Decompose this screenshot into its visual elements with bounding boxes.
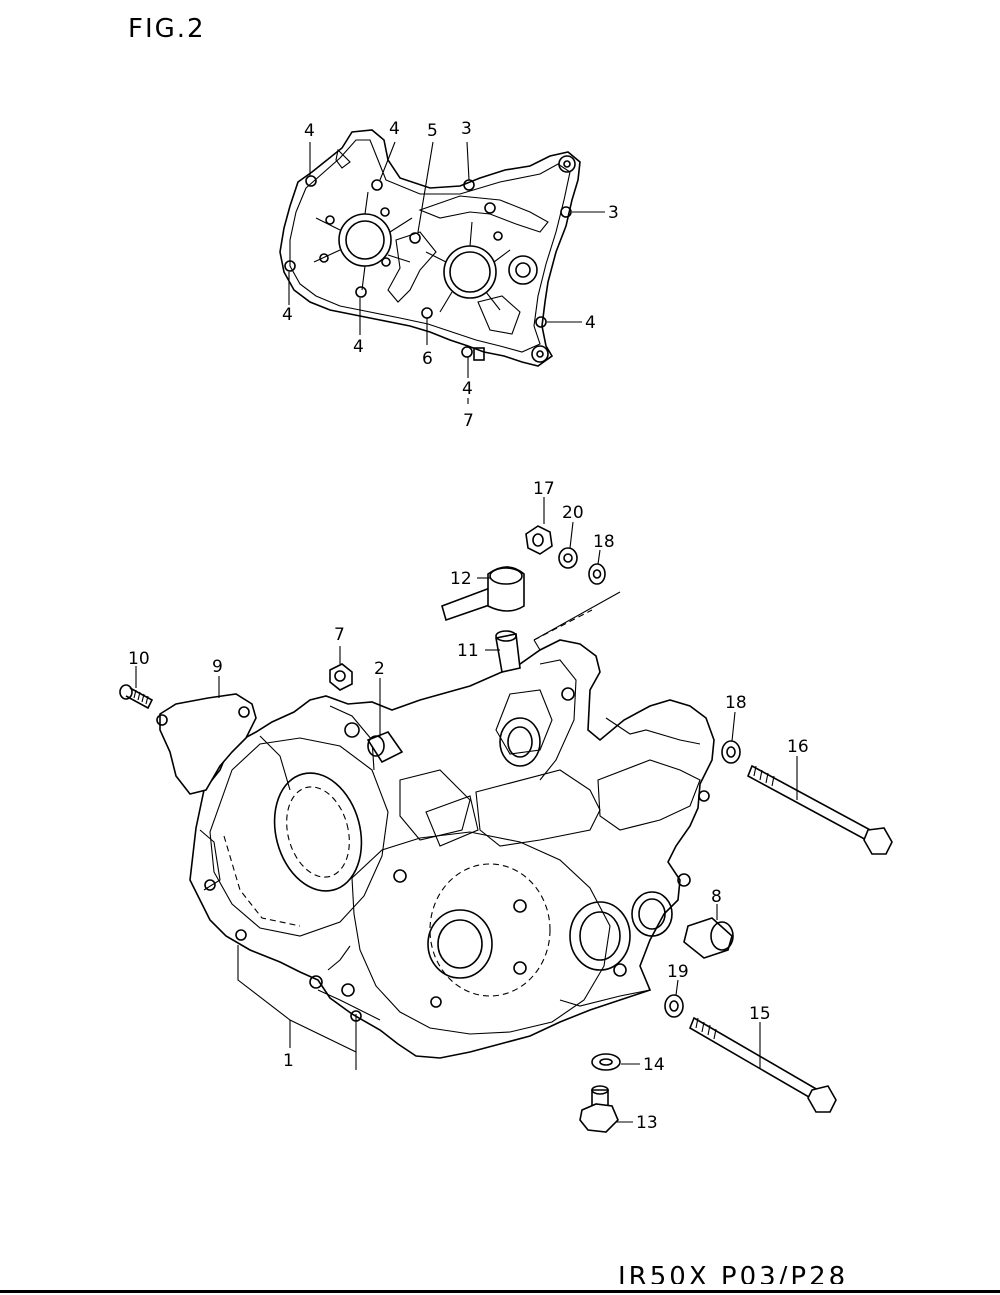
- callout-18: 18: [725, 693, 747, 713]
- callout-4: 4: [282, 305, 293, 325]
- callout-labels: 4 4 5 3 3 4 4 6 4 4 7 17 20 18 12 11 7 2…: [128, 119, 809, 1133]
- callout-4: 4: [462, 379, 473, 399]
- callout-7: 7: [334, 625, 345, 645]
- callout-16: 16: [787, 737, 809, 757]
- bolt-16: [746, 764, 893, 855]
- drain-plug-13: [579, 1085, 619, 1133]
- bolt-15: [689, 1016, 837, 1113]
- callout-4: 4: [353, 337, 364, 357]
- callout-1: 1: [283, 1051, 294, 1071]
- washer-18-top: [588, 563, 606, 585]
- callout-15: 15: [749, 1004, 771, 1024]
- callout-5: 5: [427, 121, 438, 141]
- callout-9: 9: [212, 657, 223, 677]
- nut-17: [525, 525, 553, 555]
- bottom-rule: [0, 1290, 1000, 1293]
- washer-18-right: [721, 740, 741, 764]
- seal-12: [441, 566, 525, 622]
- washer-19: [664, 994, 684, 1018]
- crankcase-assembly: [189, 639, 715, 1059]
- washer-14: [591, 1053, 621, 1071]
- callout-7: 7: [463, 411, 474, 431]
- callout-3: 3: [461, 119, 472, 139]
- callout-3: 3: [608, 203, 619, 223]
- callout-12: 12: [450, 569, 472, 589]
- collar-8: [683, 917, 734, 959]
- callout-10: 10: [128, 649, 150, 669]
- gasket-leaders: [288, 141, 605, 404]
- sleeve-11: [495, 630, 521, 673]
- callout-4: 4: [304, 121, 315, 141]
- lock-washer-20: [558, 547, 578, 569]
- model-code: JR50X P03/P28: [618, 1262, 849, 1284]
- figure-title: FIG.2: [128, 14, 206, 44]
- callout-20: 20: [562, 503, 584, 523]
- callout-18: 18: [593, 532, 615, 552]
- callout-14: 14: [643, 1055, 665, 1075]
- callout-6: 6: [422, 349, 433, 369]
- screw-10: [119, 684, 154, 710]
- cover-plate-9: [156, 693, 257, 795]
- callout-11: 11: [457, 641, 479, 661]
- nut-7: [329, 663, 353, 691]
- callout-13: 13: [636, 1113, 658, 1133]
- callout-17: 17: [533, 479, 555, 499]
- callout-8: 8: [711, 887, 722, 907]
- callout-4: 4: [585, 313, 596, 333]
- callout-19: 19: [667, 962, 689, 982]
- dowel-pin-2: [366, 731, 404, 764]
- callout-2: 2: [374, 659, 385, 679]
- callout-4: 4: [389, 119, 400, 139]
- crankcase-gasket: [279, 129, 581, 367]
- crankcase-leaders: [135, 497, 798, 1123]
